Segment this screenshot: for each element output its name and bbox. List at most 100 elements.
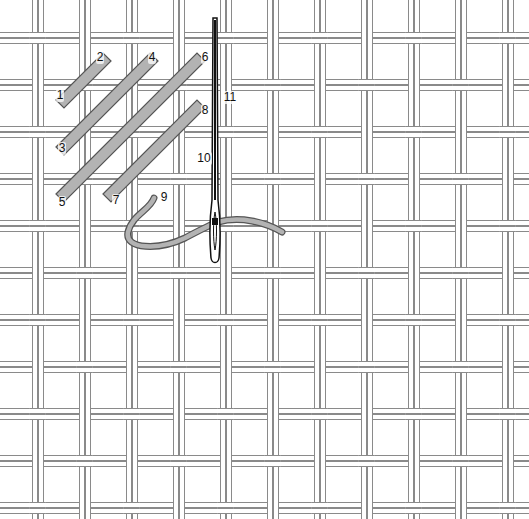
canvas-thread bbox=[124, 503, 140, 508]
canvas-thread bbox=[265, 85, 281, 86]
stitch bbox=[103, 100, 205, 202]
canvas-thread bbox=[312, 38, 328, 39]
canvas-thread bbox=[312, 414, 328, 415]
canvas-thread bbox=[124, 325, 140, 326]
canvas-thread bbox=[39, 0, 44, 519]
working-thread bbox=[128, 198, 282, 246]
canvas-thread bbox=[359, 85, 375, 86]
canvas-thread bbox=[500, 414, 516, 415]
needle-body bbox=[210, 18, 220, 263]
canvas-thread bbox=[77, 274, 93, 279]
canvas-thread bbox=[453, 80, 469, 85]
canvas-thread bbox=[0, 368, 529, 373]
canvas-thread bbox=[312, 507, 328, 508]
canvas-thread bbox=[265, 272, 281, 273]
canvas-thread bbox=[171, 362, 187, 367]
canvas-thread bbox=[312, 137, 328, 138]
canvas-thread bbox=[312, 502, 328, 503]
canvas-thread bbox=[406, 314, 422, 315]
canvas-thread bbox=[30, 133, 46, 138]
thread-in-eye bbox=[212, 218, 218, 225]
canvas-thread bbox=[218, 502, 234, 503]
canvas-thread bbox=[453, 273, 469, 274]
canvas-thread bbox=[406, 319, 422, 320]
canvas-thread bbox=[500, 320, 516, 321]
canvas-thread bbox=[312, 320, 328, 321]
canvas-thread bbox=[500, 408, 516, 409]
canvas-thread bbox=[500, 227, 516, 232]
canvas-thread bbox=[124, 38, 140, 39]
canvas-thread bbox=[500, 419, 516, 420]
canvas-thread bbox=[124, 415, 140, 420]
canvas-thread bbox=[312, 39, 328, 44]
canvas-thread bbox=[30, 321, 46, 326]
canvas-thread bbox=[218, 133, 234, 138]
canvas-thread bbox=[312, 33, 328, 38]
canvas-thread bbox=[171, 366, 187, 367]
canvas-thread bbox=[124, 413, 140, 414]
canvas-thread bbox=[500, 126, 516, 127]
canvas-thread bbox=[503, 0, 508, 519]
canvas-thread bbox=[359, 90, 375, 91]
canvas-thread bbox=[406, 507, 422, 508]
canvas-thread bbox=[30, 414, 46, 415]
canvas-thread bbox=[406, 502, 422, 503]
canvas-thread bbox=[500, 220, 516, 221]
canvas-thread bbox=[453, 456, 469, 461]
canvas-thread bbox=[406, 409, 422, 414]
canvas-thread bbox=[171, 466, 187, 467]
canvas-thread bbox=[453, 361, 469, 362]
canvas-thread bbox=[453, 180, 469, 185]
canvas-thread bbox=[406, 513, 422, 514]
canvas-thread bbox=[453, 372, 469, 373]
canvas-thread bbox=[30, 508, 46, 509]
canvas-thread bbox=[0, 362, 529, 367]
canvas-thread bbox=[77, 460, 93, 461]
canvas-thread bbox=[30, 221, 46, 226]
canvas-thread bbox=[124, 509, 140, 514]
canvas-thread bbox=[359, 366, 375, 367]
canvas-thread bbox=[500, 502, 516, 503]
canvas-thread bbox=[30, 32, 46, 33]
canvas-thread bbox=[453, 362, 469, 367]
canvas-thread bbox=[265, 86, 281, 91]
canvas-thread bbox=[265, 267, 281, 268]
canvas-thread bbox=[409, 0, 414, 519]
canvas-thread bbox=[406, 131, 422, 132]
canvas-thread bbox=[30, 37, 46, 38]
canvas-thread bbox=[124, 43, 140, 44]
canvas-thread bbox=[171, 361, 187, 362]
canvas-thread bbox=[171, 456, 187, 461]
canvas-thread bbox=[500, 131, 516, 132]
canvas-thread bbox=[77, 455, 93, 456]
canvas-thread bbox=[312, 220, 328, 221]
canvas-thread bbox=[312, 225, 328, 226]
canvas-thread bbox=[453, 184, 469, 185]
canvas-thread bbox=[30, 43, 46, 44]
canvas-thread bbox=[500, 231, 516, 232]
canvas-thread bbox=[30, 131, 46, 132]
canvas-thread bbox=[265, 268, 281, 273]
canvas-thread bbox=[312, 509, 328, 514]
canvas-thread bbox=[359, 362, 375, 367]
canvas-thread bbox=[406, 320, 422, 321]
canvas-thread bbox=[312, 325, 328, 326]
canvas-thread bbox=[218, 132, 234, 133]
canvas-thread bbox=[124, 508, 140, 509]
canvas-thread bbox=[453, 466, 469, 467]
canvas-thread bbox=[218, 131, 234, 132]
canvas-thread bbox=[171, 178, 187, 179]
canvas-thread bbox=[265, 273, 281, 274]
canvas-thread bbox=[265, 173, 281, 174]
canvas-thread bbox=[218, 321, 234, 326]
canvas-thread bbox=[453, 272, 469, 273]
canvas-thread bbox=[406, 221, 422, 226]
canvas-thread bbox=[218, 414, 234, 415]
canvas-thread bbox=[30, 127, 46, 132]
canvas-thread bbox=[124, 321, 140, 326]
canvas-thread bbox=[500, 507, 516, 508]
canvas-thread bbox=[30, 226, 46, 227]
canvas-thread bbox=[124, 319, 140, 320]
